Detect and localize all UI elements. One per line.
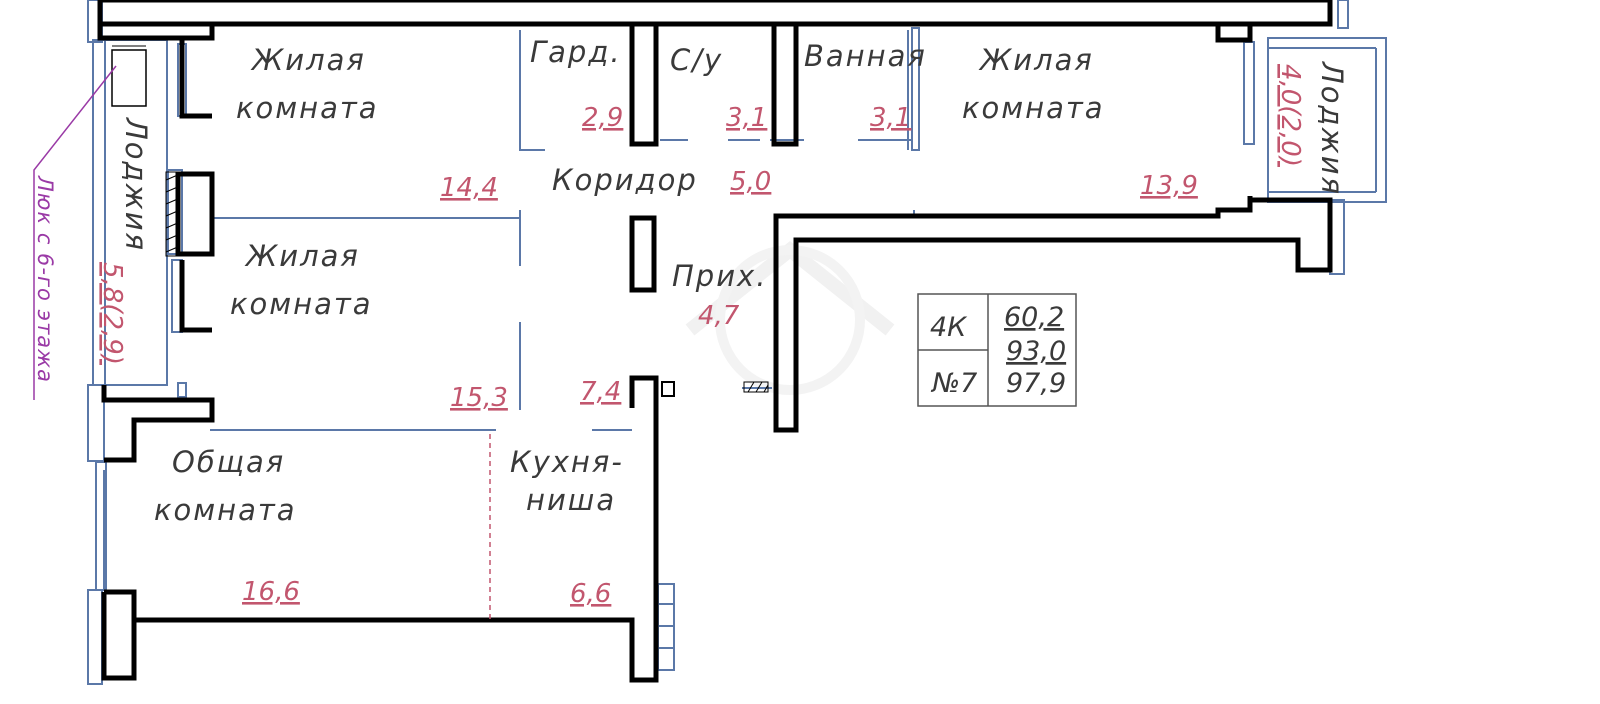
room-label-bathroom: Ванная xyxy=(804,39,927,73)
table-apartment-no: №7 xyxy=(930,368,977,399)
room-label-loggia-right: Лоджия xyxy=(1315,61,1349,196)
room-label-loggia-left: Лоджия xyxy=(119,117,153,252)
room-area-wc: 3,1 xyxy=(726,103,767,133)
wall-wc-right xyxy=(771,24,799,147)
room-area-bathroom: 3,1 xyxy=(870,103,911,133)
wall-left-bottom xyxy=(101,385,215,463)
partition-wardrobe xyxy=(519,30,545,151)
wall-top xyxy=(97,0,1333,27)
room-label-living-middle-2: комната xyxy=(230,287,373,321)
room-area-loggia-right: 4,0(2,0) xyxy=(1275,64,1305,167)
room-label-common-2: комната xyxy=(154,493,297,527)
hatched-elements xyxy=(165,171,769,393)
table-total-area: 93,0 xyxy=(1006,336,1066,367)
room-area-living-middle: 15,3 xyxy=(450,383,508,413)
watermark-logo xyxy=(685,241,895,395)
room-label-living-top-left-2: комната xyxy=(236,91,379,125)
room-label-kitchen-2: ниша xyxy=(526,483,616,517)
room-label-kitchen: Кухня- xyxy=(510,445,624,479)
room-label-hall: Прих. xyxy=(672,259,767,293)
room-label-living-top-right: Жилая xyxy=(978,43,1094,77)
room-label-living-middle: Жилая xyxy=(244,239,360,273)
hatch-note: Люк с 6-го этажа xyxy=(33,175,57,383)
room-label-corridor: Коридор xyxy=(552,163,698,197)
wall-left-pier xyxy=(175,171,215,257)
table-total-with-loggia: 97,9 xyxy=(1006,368,1066,399)
roof-hatch-symbol xyxy=(111,49,147,107)
room-area-kitchen: 6,6 xyxy=(570,579,611,609)
room-area-living-top-left: 14,4 xyxy=(440,173,498,203)
room-label-living-top-right-2: комната xyxy=(962,91,1105,125)
wall-right-upper xyxy=(1215,24,1253,43)
room-area-corridor: 5,0 xyxy=(730,167,771,197)
room-area-living-top-right: 13,9 xyxy=(1140,171,1198,201)
room-area-hall: 4,7 xyxy=(698,301,740,331)
table-living-area: 60,2 xyxy=(1004,302,1064,333)
room-label-living-top-left: Жилая xyxy=(250,43,366,77)
room-area-common: 16,6 xyxy=(242,577,300,607)
wall-hall-pier xyxy=(629,215,657,293)
room-label-wc: С/у xyxy=(670,43,723,77)
room-area-loggia-left: 5,8(2,9) xyxy=(97,262,127,365)
table-rooms: 4К xyxy=(930,312,968,343)
summary-table xyxy=(917,293,1077,407)
hatch-annotation xyxy=(33,45,147,400)
room-label-common: Общая xyxy=(172,445,285,479)
room-area-wardrobe: 2,9 xyxy=(582,103,623,133)
wall-wardrobe-right xyxy=(629,24,659,147)
room-label-wardrobe: Гард. xyxy=(530,35,622,69)
walls xyxy=(97,0,1333,683)
wall-left-block xyxy=(179,38,212,119)
room-area-hall-second: 7,4 xyxy=(580,377,621,407)
